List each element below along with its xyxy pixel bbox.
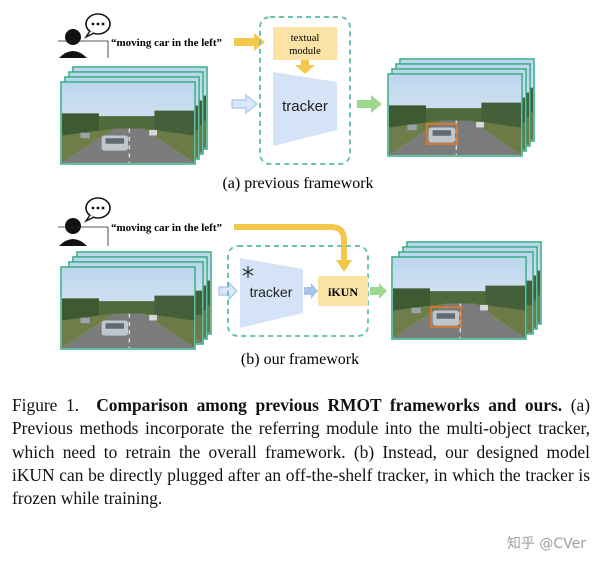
textual-module-box [273,27,337,60]
user-icon [59,218,87,246]
ikun-to-output-arrow [370,283,387,299]
section-a-previous-framework: “moving car in the left” textual module … [58,13,535,192]
speech-bubble-icon [83,13,111,39]
tracker-block [273,72,337,146]
framework-diagram: “moving car in the left” textual module … [58,13,542,368]
input-frames-stack [60,251,212,350]
textual-module-label: textual [291,33,320,44]
figure-caption: Figure 1. Comparison among previous RMOT… [12,394,590,510]
query-to-ikun-arrowhead [336,260,352,272]
query-text: “moving car in the left” [111,37,222,49]
caption-title: Comparison among previous RMOT framework… [96,395,563,415]
input-frame-front [60,266,196,350]
textual-to-tracker-arrow [295,60,315,74]
tracker-label: tracker [250,284,293,300]
snowflake-icon [242,266,254,278]
detection-box [426,123,458,145]
watermark: 知乎 @CVer [506,536,586,552]
figure-label: Figure 1. [12,395,80,415]
query-to-ikun-arrow [234,224,347,262]
our-framework-box [227,245,369,337]
textual-module-label-2: module [289,46,321,57]
input-frames-stack [60,66,208,165]
tracker-label: tracker [282,98,328,115]
detection-box [430,306,462,328]
query-text: “moving car in the left” [111,222,222,234]
tracker-block [240,258,303,328]
caption-body: (a) Previous methods incorporate the ref… [12,395,591,509]
speech-bubble-icon [83,197,111,223]
user-icon [59,29,87,58]
subcaption-b: (b) our framework [241,351,359,368]
subcaption-a: (a) previous framework [222,175,373,192]
input-frame-front [60,81,196,165]
tracker-to-ikun-arrow [304,283,318,299]
ikun-box [318,276,368,306]
output-frames-stack [387,58,535,157]
tracker-to-output-arrow [357,95,382,113]
previous-framework-box [259,16,351,165]
section-b-our-framework: “moving car in the left” tracker iKUN [58,197,542,368]
output-frame-front [391,256,527,340]
output-frames-stack [391,241,542,340]
query-arrow [234,33,265,51]
ikun-label: iKUN [328,285,358,299]
output-frame-front [387,73,523,157]
frames-to-tracker-arrow [231,93,258,115]
